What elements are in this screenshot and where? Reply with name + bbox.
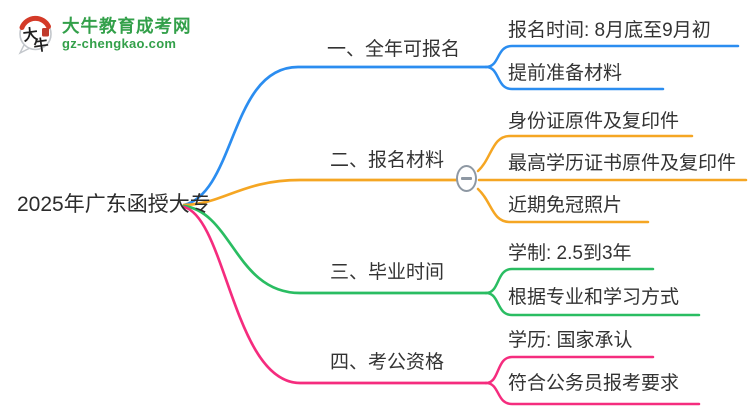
site-logo[interactable]: 大 牛 大牛教育成考网 gz-chengkao.com xyxy=(16,13,192,55)
branch-2-child-1-connector xyxy=(476,134,694,173)
branch-1-child-1[interactable]: 报名时间: 8月底至9月初 xyxy=(508,20,711,41)
branch-1-child-2[interactable]: 提前准备材料 xyxy=(508,63,623,84)
minus-icon xyxy=(461,177,472,180)
branch-3-connector xyxy=(182,204,488,295)
branch-3-label[interactable]: 三、毕业时间 xyxy=(330,262,445,283)
branch-2-label[interactable]: 二、报名材料 xyxy=(330,150,445,171)
branch-1-connector xyxy=(182,65,488,207)
branch-1-child-2-connector xyxy=(484,65,665,91)
brand-name: 大牛教育成考网 xyxy=(62,15,192,36)
branch-2-child-3[interactable]: 近期免冠照片 xyxy=(508,195,623,216)
branch-4-child-2-connector xyxy=(484,381,701,406)
branch-4-connector xyxy=(182,205,488,385)
branch-4-label[interactable]: 四、考公资格 xyxy=(330,352,445,373)
branch-2-child-2[interactable]: 最高学历证书原件及复印件 xyxy=(508,153,737,174)
branch-3-child-2[interactable]: 根据专业和学习方式 xyxy=(508,287,680,308)
collapse-button[interactable] xyxy=(456,165,477,192)
branch-2-child-3-connector xyxy=(476,187,650,224)
root-node[interactable]: 2025年广东函授大专 xyxy=(17,193,211,216)
branch-4-child-2[interactable]: 符合公务员报考要求 xyxy=(508,373,680,394)
daniu-logo-icon: 大 牛 xyxy=(18,15,52,55)
branch-1-label[interactable]: 一、全年可报名 xyxy=(327,39,461,60)
branch-2-child-1[interactable]: 身份证原件及复印件 xyxy=(508,111,680,132)
brand-domain: gz-chengkao.com xyxy=(62,36,177,52)
svg-text:大: 大 xyxy=(22,25,39,45)
branch-4-child-1-connector xyxy=(484,355,655,385)
svg-text:牛: 牛 xyxy=(32,35,49,55)
branch-3-child-1[interactable]: 学制: 2.5到3年 xyxy=(508,243,632,264)
branch-3-child-1-connector xyxy=(484,267,655,295)
branch-2-connector xyxy=(182,178,458,207)
branch-3-child-2-connector xyxy=(484,291,701,317)
branch-1-child-1-connector xyxy=(484,44,740,69)
branch-4-child-1[interactable]: 学历: 国家承认 xyxy=(508,330,633,351)
